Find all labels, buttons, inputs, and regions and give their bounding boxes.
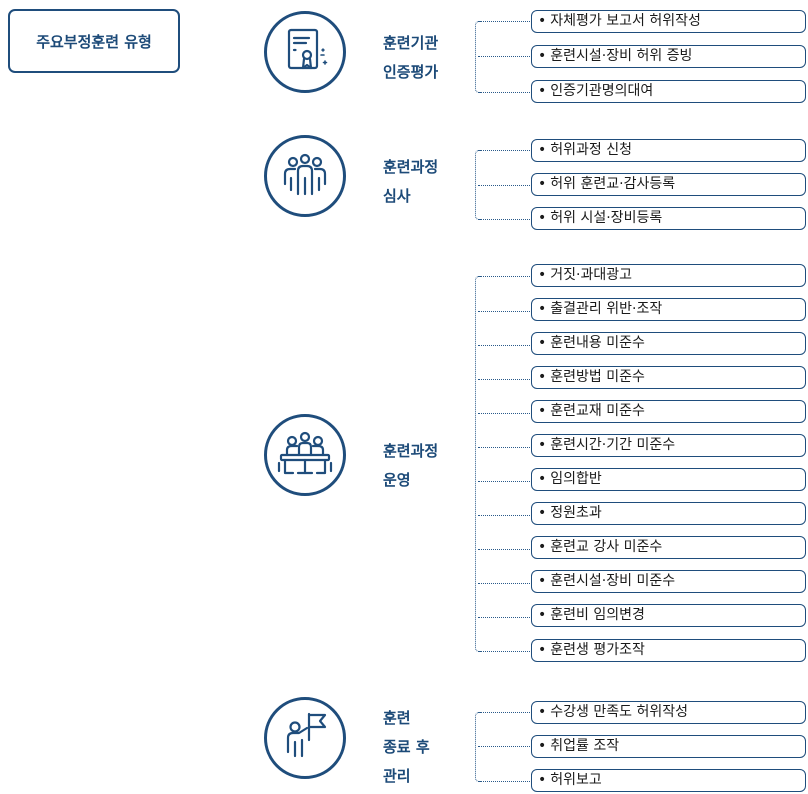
item-text: 거짓·과대광고 [550,267,632,283]
category-label-line: 훈련과정 [383,442,439,460]
item-text: 훈련교 강사 미준수 [550,539,663,555]
category-label-line: 인증평가 [383,63,439,81]
item-text: 허위 훈련교·감사등록 [550,176,676,192]
bracket-3 [475,276,481,652]
group-people-icon [264,135,346,217]
category-label-2: 훈련과정 심사 [383,153,438,211]
connector [478,447,530,448]
category-label-line: 훈련 [383,709,411,727]
item-text: 훈련생 평가조작 [550,642,645,658]
person-flag-icon [264,697,346,779]
diagram-title-box: 주요부정훈련 유형 [8,9,180,73]
item-text: 취업률 조작 [550,738,620,754]
item-text: 임의합반 [550,471,602,487]
category-label-line: 훈련과정 [383,158,439,176]
list-item: •훈련방법 미준수 [531,366,806,389]
list-item: •훈련생 평가조작 [531,639,806,662]
list-item: •허위과정 신청 [531,139,806,162]
certificate-icon [264,11,346,93]
category-label-4: 훈련 종료 후 관리 [383,704,430,791]
connector [478,56,530,57]
item-text: 훈련시간·기간 미준수 [550,437,676,453]
connector [478,92,530,93]
item-text: 훈련방법 미준수 [550,369,645,385]
list-item: •임의합반 [531,468,806,491]
connector [478,515,530,516]
item-text: 인증기관명의대여 [550,83,654,99]
list-item: •훈련비 임의변경 [531,604,806,627]
bracket-4 [475,712,481,782]
list-item: •훈련교재 미준수 [531,400,806,423]
list-item: •출결관리 위반·조작 [531,298,806,321]
connector [478,276,530,277]
item-text: 자체평가 보고서 허위작성 [550,13,701,29]
connector [478,617,530,618]
item-text: 수강생 만족도 허위작성 [550,704,688,720]
item-text: 훈련교재 미준수 [550,403,645,419]
list-item: •훈련시설·장비 허위 증빙 [531,45,806,68]
item-text: 훈련내용 미준수 [550,335,645,351]
list-item: •정원초과 [531,502,806,525]
item-text: 허위 시설·장비등록 [550,210,663,226]
list-item: •훈련시간·기간 미준수 [531,434,806,457]
item-text: 훈련비 임의변경 [550,607,645,623]
list-item: •취업률 조작 [531,735,806,758]
connector [478,481,530,482]
list-item: •수강생 만족도 허위작성 [531,701,806,724]
connector [478,345,530,346]
connector [478,651,530,652]
category-label-1: 훈련기관 인증평가 [383,29,438,87]
category-label-line: 운영 [383,471,411,489]
connector [478,549,530,550]
connector [478,712,530,713]
connector [478,583,530,584]
category-label-line: 관리 [383,767,411,785]
connector [478,219,530,220]
category-label-line: 심사 [383,187,411,205]
connector [478,185,530,186]
connector [478,150,530,151]
list-item: •훈련내용 미준수 [531,332,806,355]
connector [478,781,530,782]
connector [478,746,530,747]
connector [478,21,530,22]
item-text: 훈련시설·장비 미준수 [550,573,676,589]
list-item: •훈련교 강사 미준수 [531,536,806,559]
list-item: •허위 시설·장비등록 [531,207,806,230]
item-text: 출결관리 위반·조작 [550,301,663,317]
list-item: •허위보고 [531,769,806,792]
connector [478,413,530,414]
item-text: 허위과정 신청 [550,142,632,158]
list-item: •인증기관명의대여 [531,80,806,103]
list-item: •자체평가 보고서 허위작성 [531,10,806,33]
category-label-line: 훈련기관 [383,34,439,52]
list-item: •허위 훈련교·감사등록 [531,173,806,196]
connector [478,379,530,380]
bracket-1 [475,21,481,93]
category-label-3: 훈련과정 운영 [383,437,438,495]
category-label-line: 종료 후 [383,738,430,756]
list-item: •훈련시설·장비 미준수 [531,570,806,593]
item-text: 허위보고 [550,772,602,788]
item-text: 정원초과 [550,505,602,521]
diagram-title: 주요부정훈련 유형 [36,32,152,51]
meeting-table-icon [264,414,346,496]
connector [478,311,530,312]
item-text: 훈련시설·장비 허위 증빙 [550,48,693,64]
list-item: •거짓·과대광고 [531,264,806,287]
